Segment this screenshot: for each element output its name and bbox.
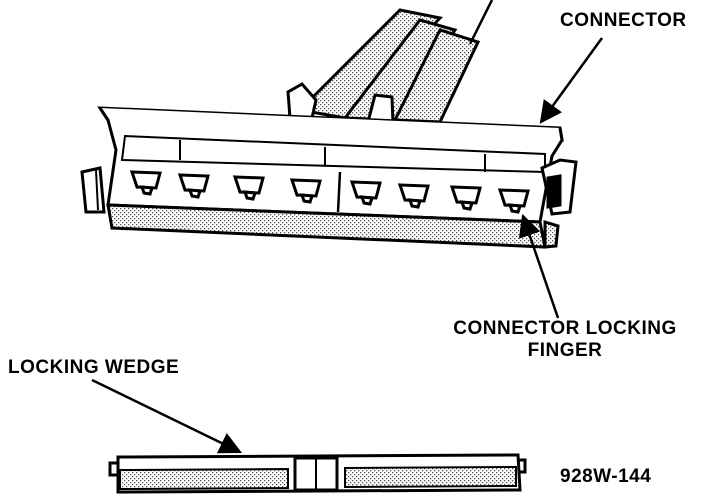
terminal-cavities <box>129 170 530 214</box>
connector-locking-finger-label: CONNECTOR LOCKING FINGER <box>440 318 690 362</box>
connector-locking-finger-line1: CONNECTOR LOCKING <box>453 318 677 339</box>
locking-wedge-label: LOCKING WEDGE <box>8 357 180 378</box>
wire-harness <box>296 0 494 124</box>
figure-id-label: 928W-144 <box>560 466 652 487</box>
locking-wedge <box>108 453 527 494</box>
connector-locking-finger-line2: FINGER <box>527 340 603 361</box>
connector-latch <box>286 82 395 126</box>
leader-arrows <box>91 37 604 454</box>
connector-label: CONNECTOR <box>560 10 687 31</box>
connector-body <box>80 106 578 249</box>
